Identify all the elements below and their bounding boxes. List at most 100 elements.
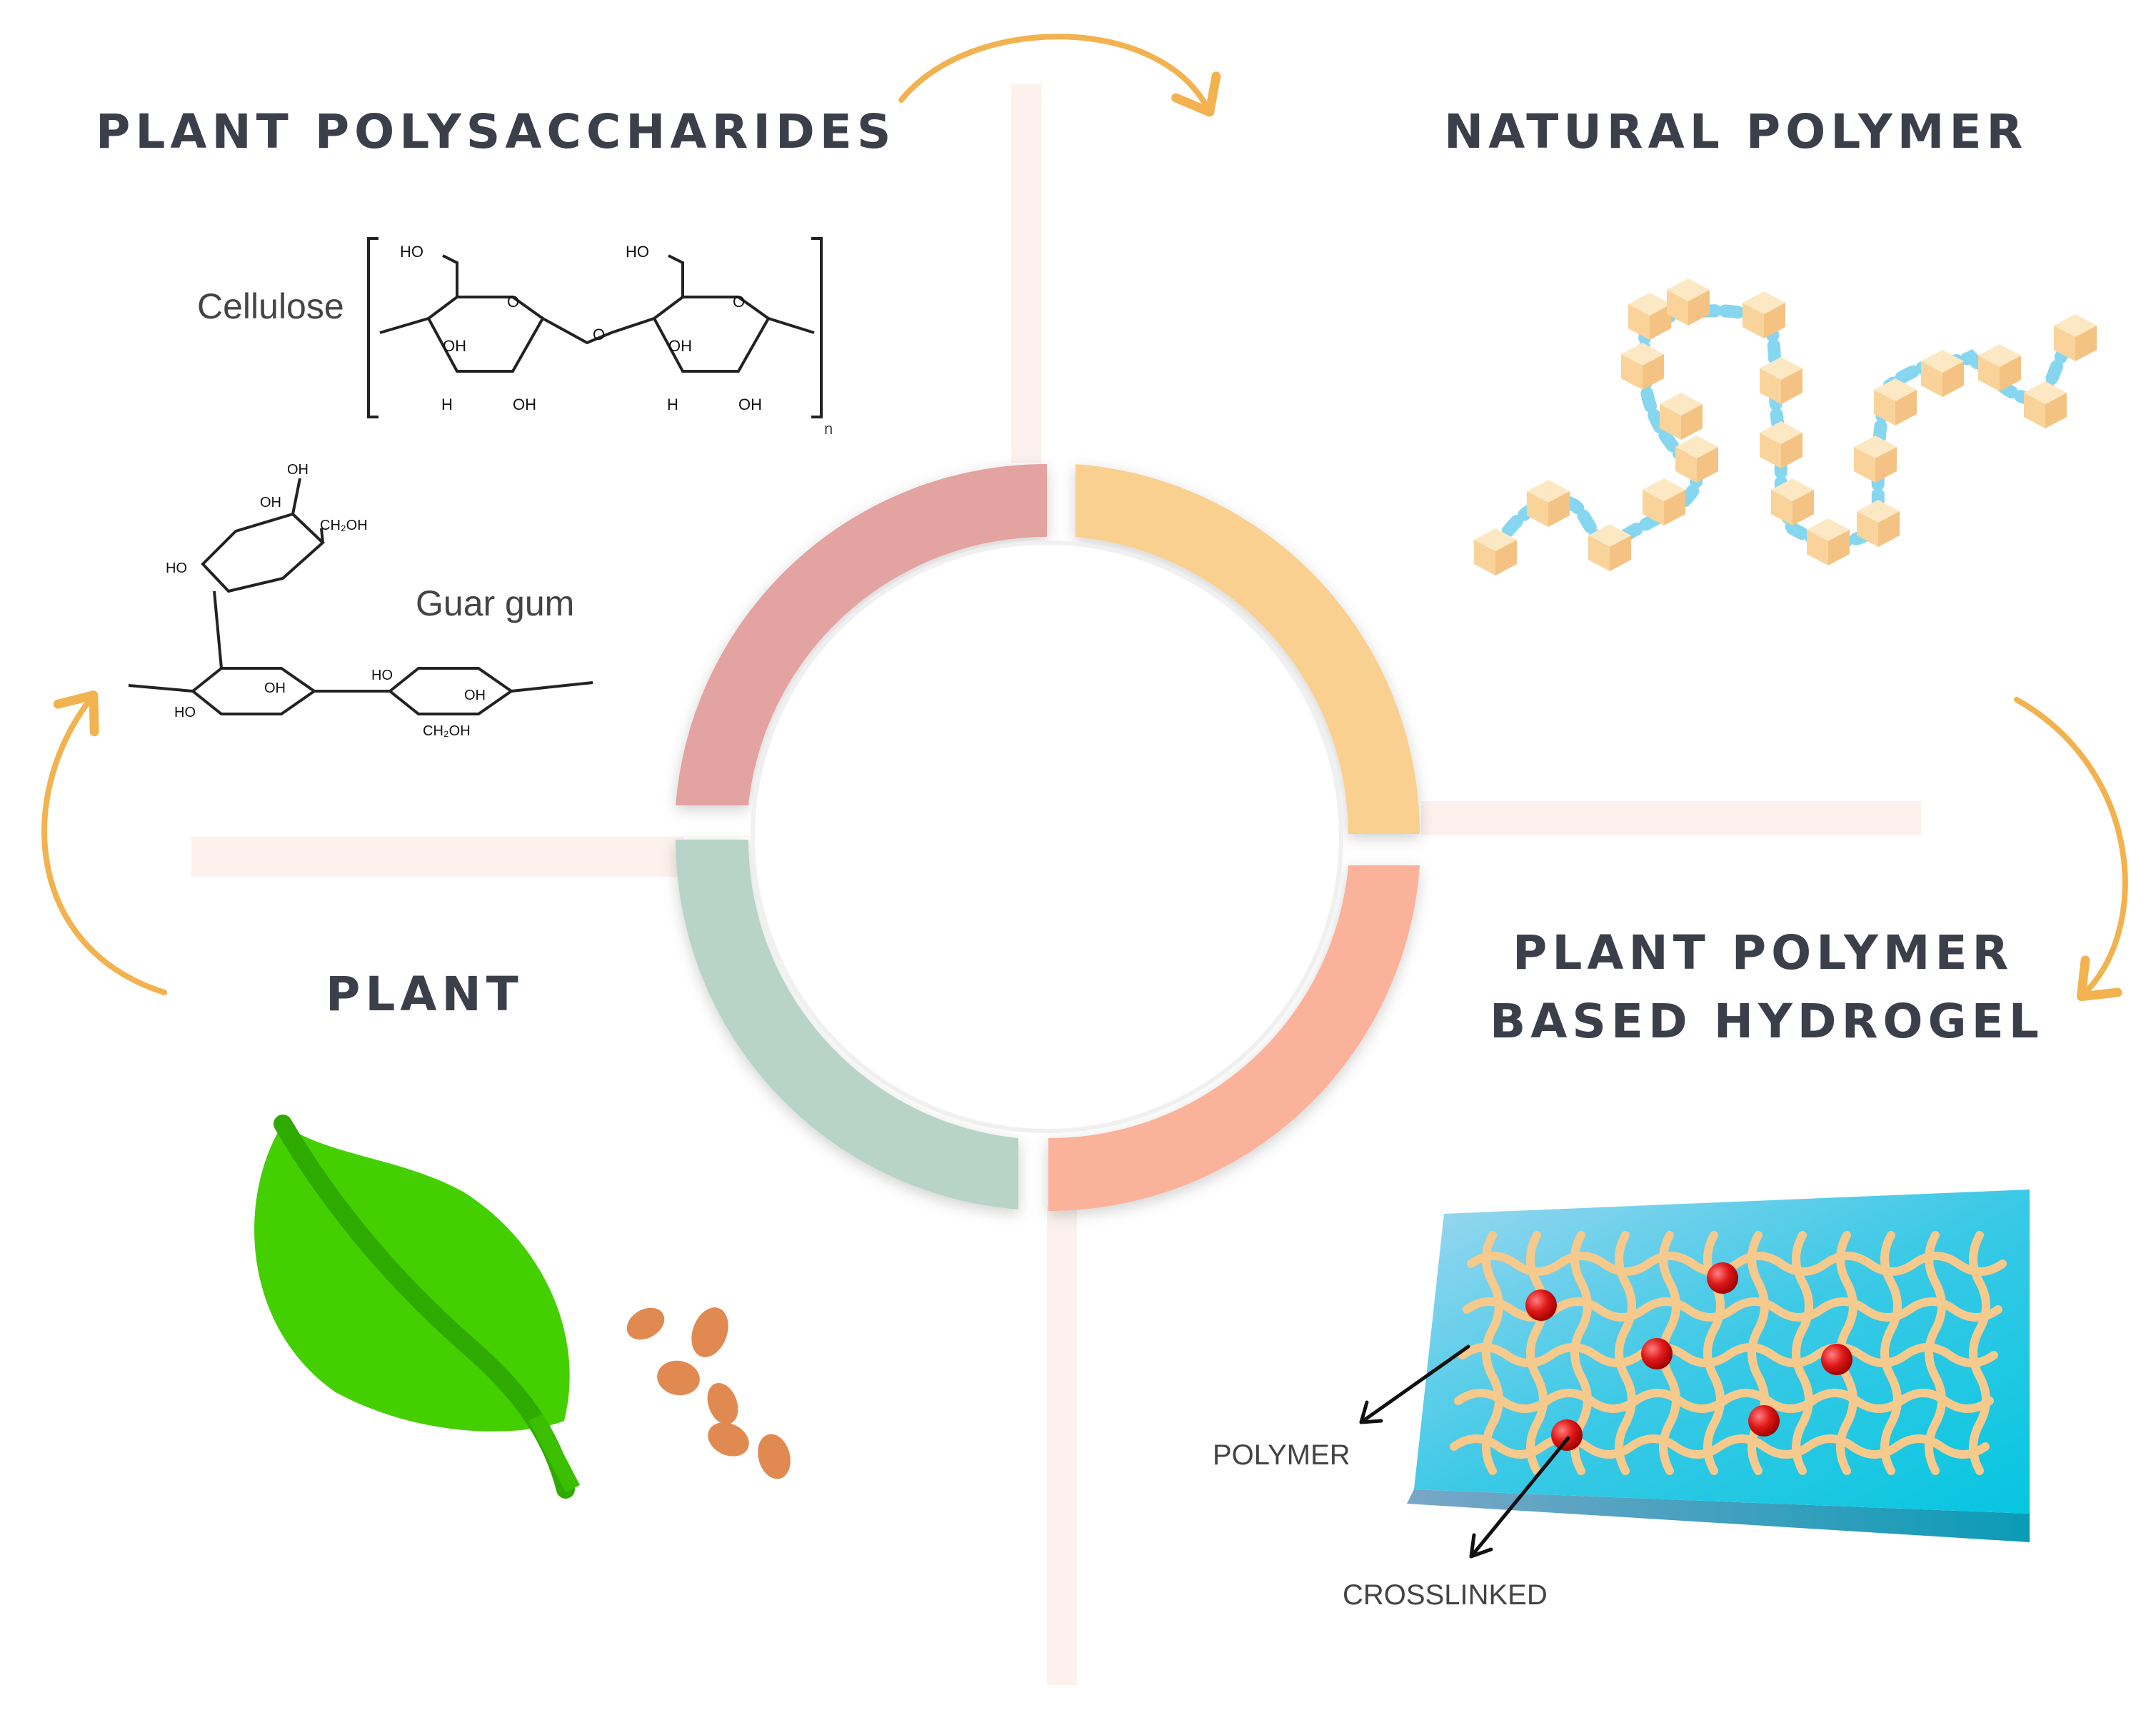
- atom-label: OH: [264, 680, 286, 696]
- cellulose-label: Cellulose: [197, 286, 344, 326]
- seed-icon: [707, 1382, 738, 1425]
- atom-label: CH₂OH: [423, 723, 471, 739]
- cube-face-right: [1895, 390, 1917, 426]
- atom-label: CH₂OH: [320, 518, 368, 533]
- atom-label: OH: [287, 462, 309, 478]
- atom-label: HO: [371, 668, 393, 683]
- polymer-strand: [1969, 1231, 1990, 1475]
- crosslink-bead: [1551, 1419, 1583, 1451]
- leaf-illustration: [254, 1115, 580, 1499]
- cube-face-right: [1781, 368, 1802, 404]
- cube-face-right: [2000, 356, 2021, 391]
- cross-bar-left: [191, 837, 684, 877]
- cube-face-left: [1854, 447, 1875, 483]
- hydrogel-illustration: [1359, 1190, 2030, 1559]
- cube-face-left: [1921, 361, 1942, 397]
- cube-face-left: [1643, 490, 1664, 525]
- polymer-strand: [1458, 1343, 1998, 1367]
- cube-face-left: [1675, 447, 1697, 483]
- seed-icon: [657, 1360, 700, 1396]
- monomer-cube-icon: [1474, 528, 1517, 575]
- atom-label: HO: [400, 243, 423, 261]
- ring-segment-top-right: [1076, 464, 1420, 834]
- crosslinked-pointer-arrow: [1469, 1436, 1570, 1559]
- cube-face-left: [1760, 433, 1781, 468]
- atom-label: OH: [668, 337, 692, 355]
- cube-face-right: [1643, 354, 1664, 390]
- cube-face-left: [1978, 356, 2000, 391]
- polymer-strand: [1526, 1231, 1548, 1475]
- cube-face-left: [1660, 404, 1681, 440]
- cross-bar-bottom: [1047, 1207, 1077, 1685]
- monomer-cube-icon: [1874, 378, 1917, 426]
- seed-icon: [708, 1422, 749, 1457]
- cube-face-right: [1610, 535, 1631, 571]
- monomer-cube-icon: [1857, 500, 1900, 547]
- glucose-ring-2: [652, 296, 771, 373]
- leaf-stem: [528, 1414, 580, 1492]
- monomer-cube-icon: [1588, 524, 1631, 571]
- crosslink-bead: [1641, 1338, 1673, 1369]
- polymer-strand: [1450, 1434, 1990, 1459]
- atom-label: O: [733, 293, 745, 311]
- monomer-cube-icon: [1771, 478, 1814, 525]
- monomer-cube-icon: [1660, 393, 1703, 440]
- mannose-ring-2: [387, 667, 514, 715]
- cube-face-right: [2075, 326, 2097, 361]
- heading-natural-polymer: NATURAL POLYMER: [1444, 104, 2028, 159]
- cube-face-left: [2024, 393, 2045, 428]
- cellulose-structure: HO O O OH OH H HO O OH OH H: [367, 237, 823, 418]
- cube-face-right: [1697, 447, 1718, 483]
- ring-segment-bottom-left: [676, 840, 1018, 1209]
- monomer-cube-icon: [1921, 350, 1964, 397]
- glucose-ring-1: [426, 296, 545, 373]
- seeds-illustration: [626, 1307, 791, 1479]
- atom-label: HO: [174, 705, 196, 720]
- polymer-strand: [1482, 1231, 1503, 1475]
- cube-face-right: [1681, 404, 1703, 440]
- cube-face-right: [1650, 304, 1671, 340]
- atom-label: HO: [626, 243, 649, 261]
- crosslink-bead: [1525, 1289, 1557, 1321]
- cube-face-right: [1828, 530, 1850, 565]
- monomer-cube-icon: [1643, 478, 1685, 525]
- cube-face-right: [1688, 290, 1710, 326]
- guar-bonds: [128, 478, 593, 693]
- guar-gum-label: Guar gum: [416, 583, 575, 623]
- monomer-cube-icon: [2054, 314, 2097, 361]
- monomer-cube-icon: [1667, 278, 1710, 326]
- atom-label: O: [507, 293, 519, 311]
- cube-face-right: [1793, 490, 1814, 525]
- monomer-cube-icon: [1760, 357, 1802, 404]
- cube-face-left: [1807, 530, 1828, 565]
- heading-plant-polysaccharides: PLANT POLYSACCHARIDES: [96, 104, 896, 159]
- cross-bars: [191, 84, 1921, 1685]
- cube-face-left: [1474, 540, 1495, 575]
- cube-face-left: [1621, 354, 1643, 390]
- crosslink-bead: [1821, 1344, 1852, 1375]
- polymer-pointer-arrow: [1359, 1344, 1470, 1424]
- cube-face-left: [1760, 368, 1781, 404]
- cube-face-left: [1588, 535, 1610, 571]
- monomer-cube-icon: [1527, 480, 1570, 527]
- guar-gum-structure: OH OH CH₂OH HO OH HO HO OH CH₂OH: [128, 462, 593, 739]
- cross-bar-right: [1421, 801, 1921, 835]
- polymer-strand: [1467, 1252, 2007, 1276]
- arrow-top: [898, 34, 1221, 117]
- bracket-right: [811, 237, 823, 418]
- heading-plant-polymer: PLANT POLYMER: [1513, 925, 2014, 980]
- atom-label: H: [441, 396, 453, 413]
- atom-label: OH: [260, 495, 281, 511]
- cube-face-right: [1664, 490, 1685, 525]
- seed-icon: [626, 1307, 665, 1340]
- monomer-cube-icon: [1621, 343, 1664, 390]
- cube-face-left: [1743, 303, 1764, 338]
- cube-face-left: [1874, 390, 1895, 426]
- monomer-cube-icon: [1675, 436, 1718, 483]
- monomer-cube-icon: [1807, 518, 1850, 565]
- cube-face-right: [2045, 393, 2067, 428]
- cube-face-left: [1771, 490, 1793, 525]
- atom-label: OH: [738, 396, 762, 413]
- cube-face-right: [1878, 511, 1900, 547]
